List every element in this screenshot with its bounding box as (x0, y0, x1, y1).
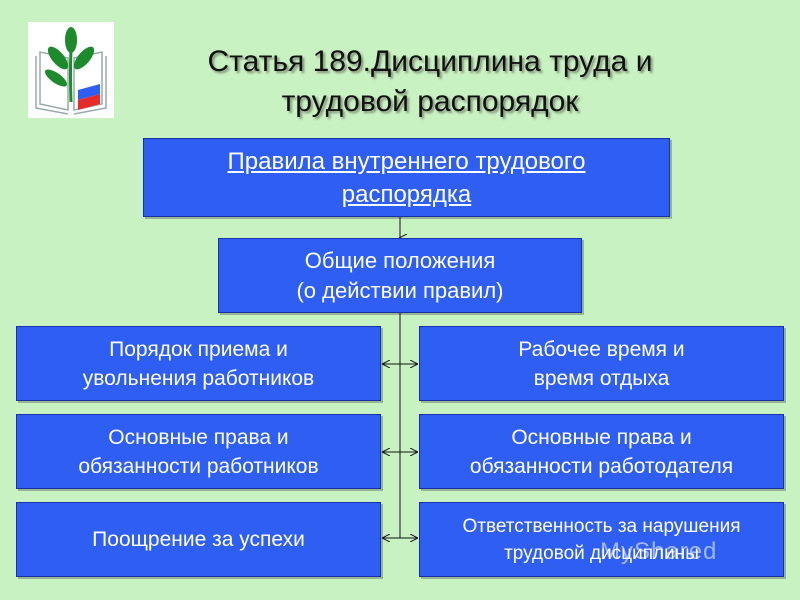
rewards-box: Поощрение за успехи (16, 502, 381, 577)
hiring-dismissal-box: Порядок приема и увольнения работников (16, 326, 381, 401)
disciplinary-liability-box: Ответственность за нарушения трудовой ди… (419, 502, 784, 577)
working-time-box: Рабочее время и время отдыха (419, 326, 784, 401)
page-title: Статья 189.Дисциплина труда и трудовой р… (207, 45, 653, 118)
employee-rights-box: Основные права и обязанности работников (16, 414, 381, 489)
watermark: MyShared (600, 538, 718, 565)
rules-root-label: Правила внутреннего трудового распорядка (227, 147, 586, 208)
trade-union-logo (28, 22, 114, 118)
rules-root-box: Правила внутреннего трудового распорядка (143, 138, 670, 217)
book-leaf-icon (35, 27, 107, 115)
general-provisions-box: Общие положения (о действии правил) (218, 238, 582, 313)
employer-rights-box: Основные права и обязанности работодател… (419, 414, 784, 489)
